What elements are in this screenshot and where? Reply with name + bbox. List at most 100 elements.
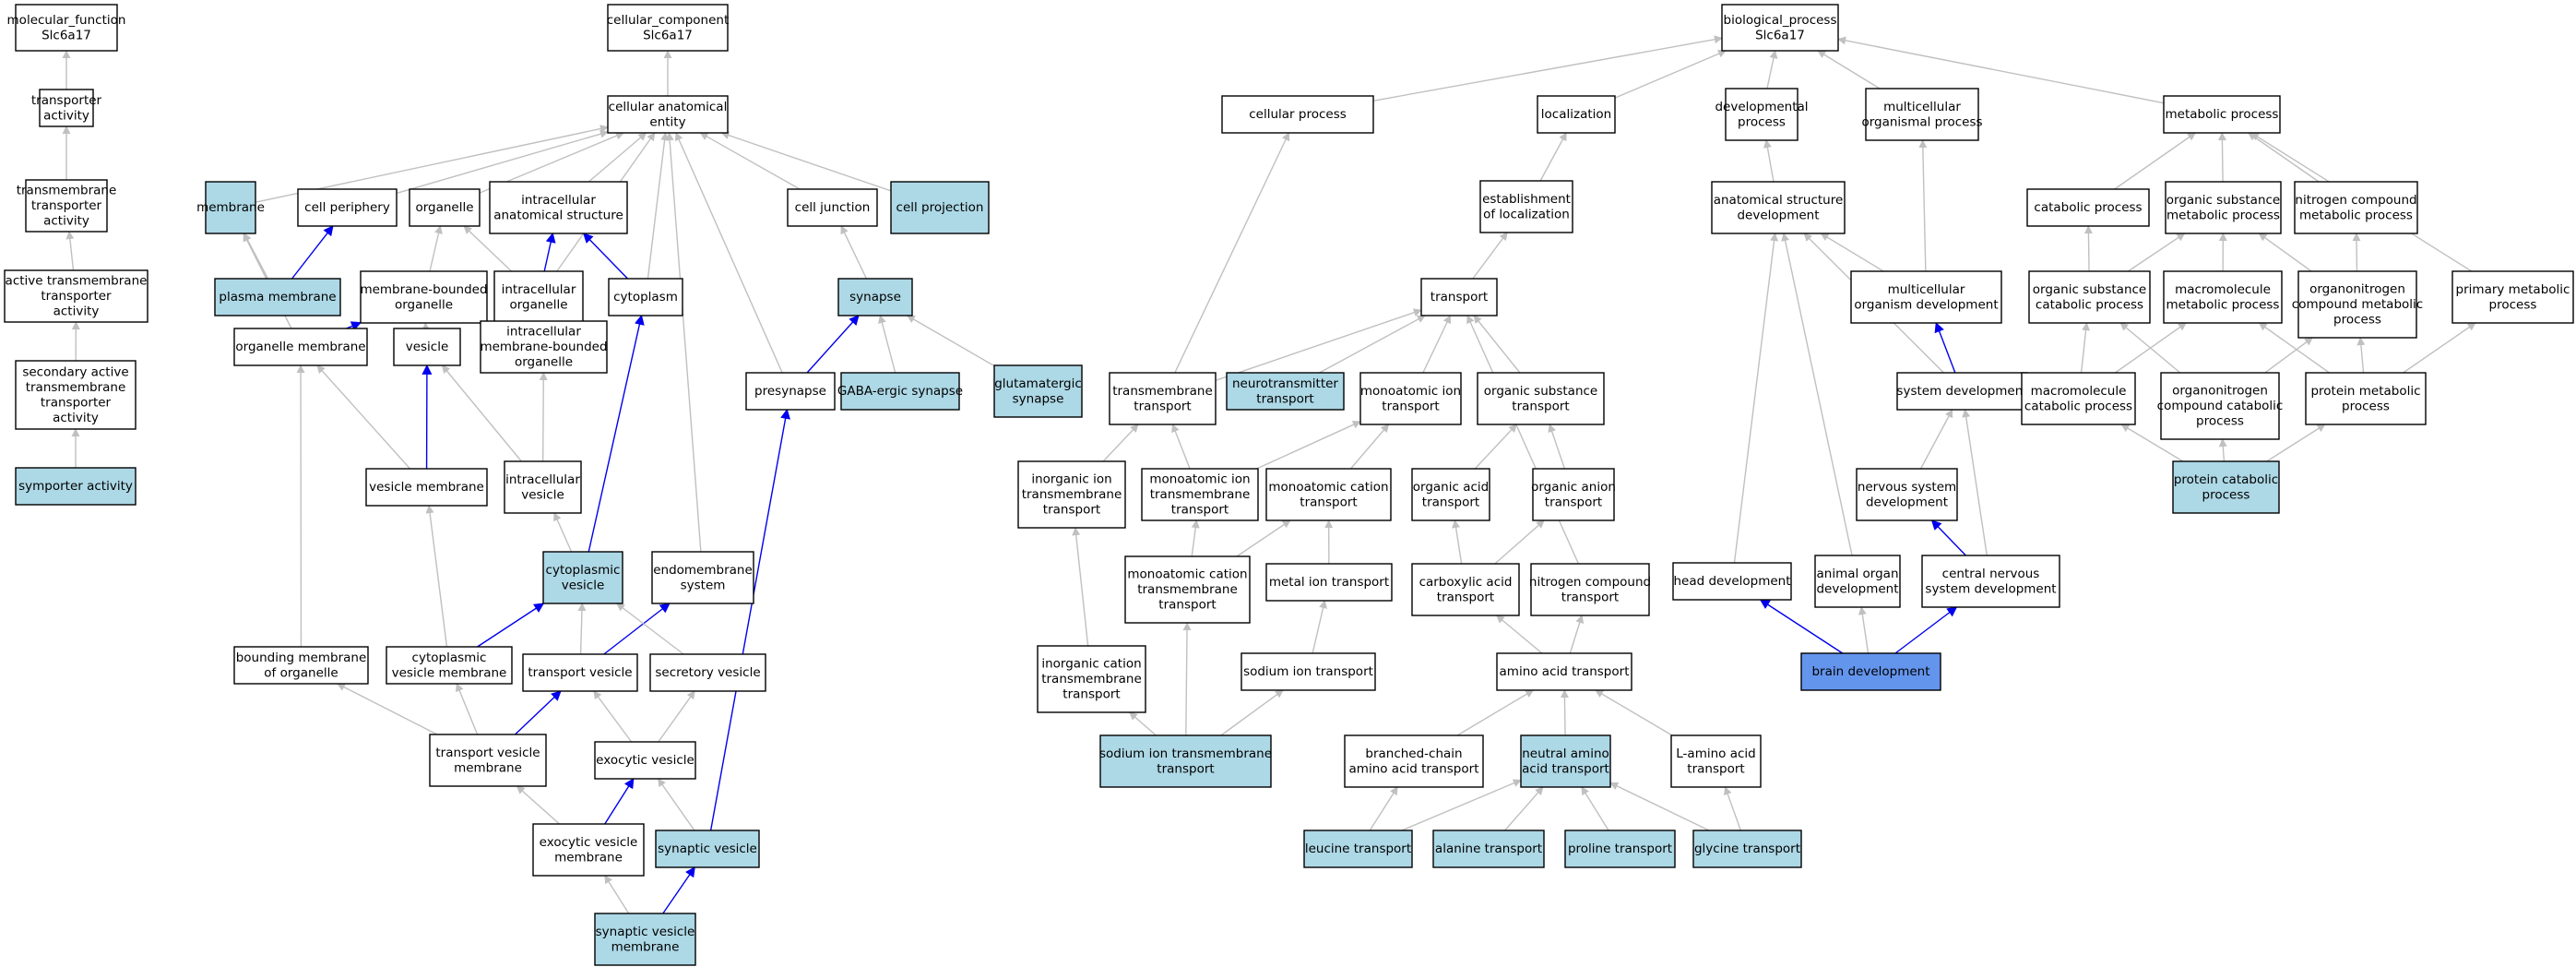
term-label: organic substance — [1484, 384, 1597, 399]
term-node-ala[interactable]: alanine transport — [1432, 830, 1545, 868]
term-node-sv[interactable]: secretory vesicle — [649, 653, 766, 692]
term-node-cyto[interactable]: cytoplasm — [608, 278, 683, 316]
term-node-sd[interactable]: system development — [1896, 372, 2028, 411]
term-node-mem[interactable]: membrane — [196, 181, 265, 234]
term-node-catp[interactable]: catabolic process — [2026, 188, 2150, 227]
term-node-sit[interactable]: sodium ion transport — [1241, 652, 1376, 691]
term-node-cper[interactable]: cell periphery — [297, 188, 398, 227]
term-node-mp[interactable]: metabolic process — [2163, 95, 2281, 134]
term-node-pres[interactable]: presynapse — [745, 372, 836, 411]
term-node-vm[interactable]: vesicle membrane — [365, 468, 488, 507]
term-label: neurotransmitter — [1232, 376, 1338, 391]
term-node-loc[interactable]: localization — [1537, 95, 1616, 134]
edge-eol-to-loc — [1539, 132, 1567, 182]
term-node-ev[interactable]: exocytic vesicle — [594, 741, 696, 780]
term-node-ves[interactable]: vesicle — [393, 328, 461, 366]
term-node-cp[interactable]: cellular process — [1221, 95, 1374, 134]
term-node-gaba[interactable]: GABA-ergic synapse — [837, 372, 963, 411]
term-node-tr[interactable]: transport — [1420, 278, 1498, 316]
edge-pm-to-cper — [291, 225, 334, 280]
term-node-bd[interactable]: brain development — [1800, 652, 1941, 691]
term-label: carboxylic acid — [1419, 575, 1513, 590]
term-node-mit2[interactable]: metal ion transport — [1265, 563, 1393, 602]
term-node-gly[interactable]: glycine transport — [1692, 830, 1802, 868]
edge-onccp-to-oscp — [2119, 322, 2181, 374]
term-node-sata[interactable]: secondary activetransmembranetransporter… — [15, 360, 137, 430]
edge-mop-to-bp — [1817, 50, 1881, 90]
term-label: animal organ — [1816, 567, 1898, 581]
term-node-cj[interactable]: cell junction — [787, 188, 878, 227]
edge-evm-to-ev — [604, 778, 635, 825]
term-node-leu[interactable]: leucine transport — [1303, 830, 1413, 868]
term-node-hd[interactable]: head development — [1672, 562, 1792, 601]
term-node-syn[interactable]: synapse — [837, 278, 913, 316]
term-node-synv[interactable]: synaptic vesicle — [655, 830, 760, 868]
term-node-cproj[interactable]: cell projection — [890, 181, 990, 234]
term-node-pm[interactable]: plasma membrane — [214, 278, 341, 316]
term-node-org[interactable]: organelle — [409, 188, 481, 227]
edge-leu-to-bcaat — [1369, 786, 1398, 831]
term-box — [1241, 652, 1376, 691]
term-node-aat[interactable]: amino acid transport — [1496, 652, 1632, 691]
term-node-om[interactable]: organelle membrane — [233, 328, 368, 366]
term-node-pro[interactable]: proline transport — [1564, 830, 1676, 868]
term-node-tv[interactable]: transport vesicle — [522, 653, 638, 692]
term-node-sym[interactable]: symporter activity — [15, 467, 137, 506]
